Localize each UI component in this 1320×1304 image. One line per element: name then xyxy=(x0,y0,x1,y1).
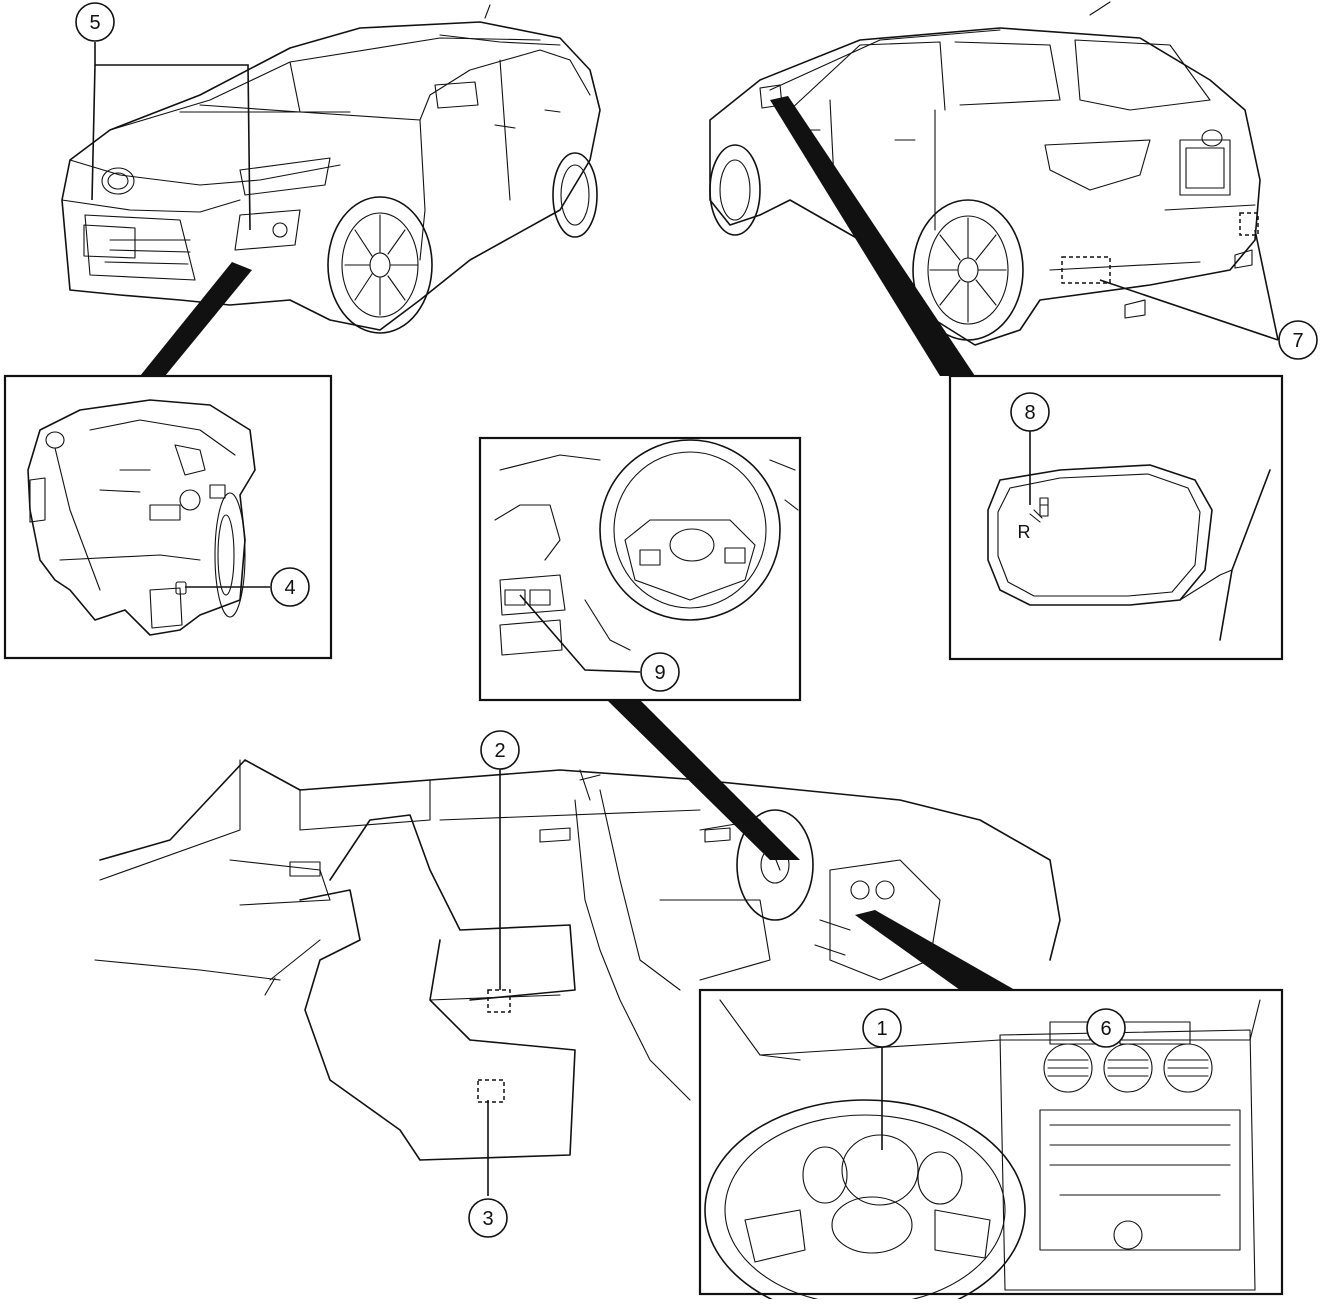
callout-7: 7 xyxy=(1278,320,1318,360)
callout-circle xyxy=(640,652,680,692)
callout-6: 6 xyxy=(1086,1008,1126,1048)
callout-1: 1 xyxy=(862,1008,902,1048)
engine-detail-panel xyxy=(3,374,333,660)
leader-lines xyxy=(91,42,1279,1196)
instrument-panel-detail xyxy=(698,988,1284,1304)
callout-circle xyxy=(75,2,115,42)
callout-5: 5 xyxy=(75,2,115,42)
callout-markers: 1 2 3 4 5 6 7 8 9 xyxy=(75,2,1318,1238)
rear-car-illustration xyxy=(709,1,1261,346)
callout-number: 8 xyxy=(1024,402,1035,424)
callout-9: 9 xyxy=(640,652,680,692)
callout-number: 3 xyxy=(482,1208,493,1230)
callout-2: 2 xyxy=(480,730,520,770)
callout-number: 9 xyxy=(654,662,665,684)
steering-switch-panel xyxy=(478,436,802,702)
callout-circle xyxy=(862,1008,902,1048)
callout-3: 3 xyxy=(468,1198,508,1238)
callout-8: 8 xyxy=(1010,392,1050,432)
callout-circle xyxy=(480,730,520,770)
callout-number: 2 xyxy=(494,740,505,762)
callout-circle xyxy=(270,567,310,607)
callout-4: 4 xyxy=(270,567,310,607)
callout-circle xyxy=(1010,392,1050,432)
callout-circle xyxy=(1086,1008,1126,1048)
interior-cabin-illustration xyxy=(94,759,1061,1161)
mirror-indicator-glyph: R xyxy=(1018,522,1031,542)
callout-circle xyxy=(468,1198,508,1238)
front-car-illustration xyxy=(61,4,601,334)
callout-number: 1 xyxy=(876,1018,887,1040)
callout-number: 4 xyxy=(284,577,295,599)
mirror-detail-panel: R xyxy=(948,374,1284,661)
callout-number: 5 xyxy=(89,12,100,34)
callout-number: 7 xyxy=(1292,330,1303,352)
callout-circle xyxy=(1278,320,1318,360)
callout-number: 6 xyxy=(1100,1018,1111,1040)
